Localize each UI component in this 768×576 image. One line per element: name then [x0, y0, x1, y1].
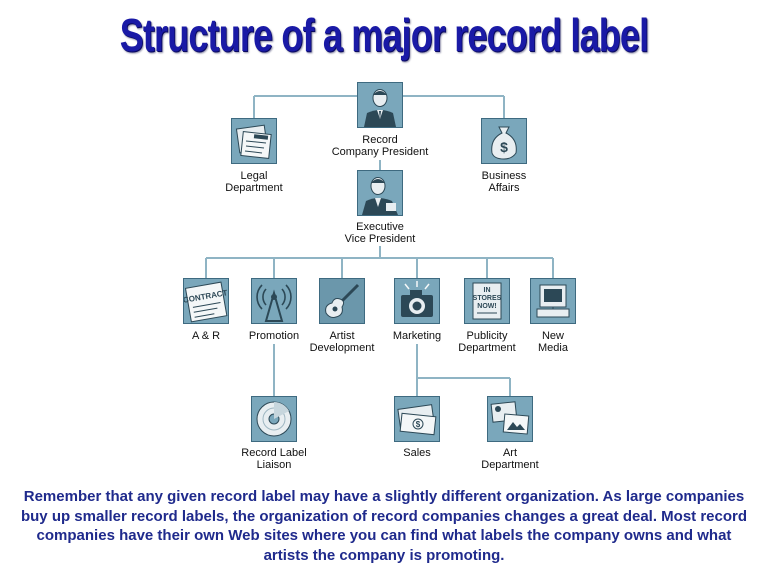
- money-bag-icon: $: [481, 118, 527, 164]
- svg-text:IN: IN: [484, 287, 491, 294]
- president-icon: [357, 82, 403, 128]
- node-label: Sales: [403, 447, 431, 459]
- node-label: Record Company President: [331, 134, 429, 158]
- node-label: Record Label Liaison: [241, 447, 307, 471]
- node-label: Marketing: [392, 330, 442, 342]
- dollar-bills-icon: $: [394, 396, 440, 442]
- node-label: Promotion: [248, 330, 300, 342]
- node-label: Artist Development: [309, 330, 375, 354]
- node-label: A & R: [191, 330, 221, 342]
- contract-icon: CONTRACT: [183, 278, 229, 324]
- legal-documents-icon: [231, 118, 277, 164]
- compact-disc-icon: [251, 396, 297, 442]
- computer-icon: [530, 278, 576, 324]
- svg-text:$: $: [500, 139, 508, 155]
- node-label: Legal Department: [225, 170, 283, 194]
- executive-icon: [357, 170, 403, 216]
- node-label: Executive Vice President: [344, 221, 416, 245]
- camera-icon: [394, 278, 440, 324]
- node-label: Art Department: [481, 447, 539, 471]
- broadcast-tower-icon: [251, 278, 297, 324]
- caption-text: Remember that any given record label may…: [20, 488, 748, 564]
- in-stores-now-poster-icon: IN STORES NOW!: [464, 278, 510, 324]
- svg-text:$: $: [416, 420, 421, 429]
- node-label: New Media: [538, 330, 568, 354]
- svg-text:STORES: STORES: [473, 295, 502, 302]
- page-title: Structure of a major record label: [119, 9, 649, 61]
- svg-text:NOW!: NOW!: [477, 303, 496, 310]
- node-label: Business Affairs: [481, 170, 527, 194]
- guitar-icon: [319, 278, 365, 324]
- photographs-icon: [487, 396, 533, 442]
- node-label: Publicity Department: [458, 330, 516, 354]
